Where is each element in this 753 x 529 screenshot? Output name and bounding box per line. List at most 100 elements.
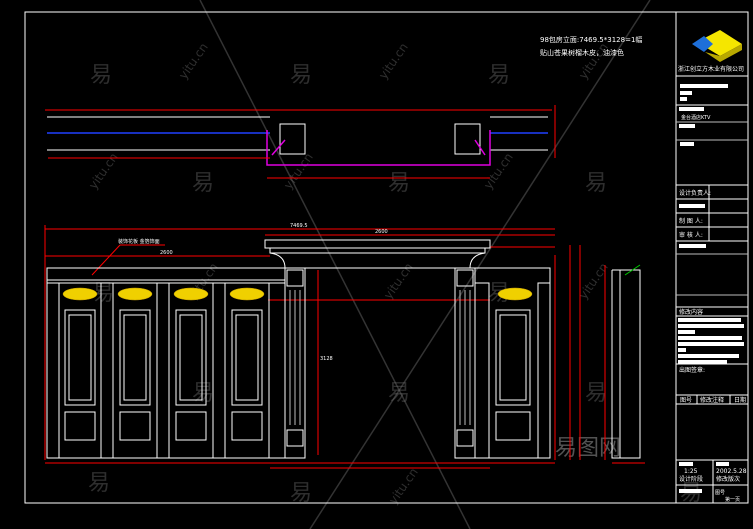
pilasters	[46, 282, 286, 459]
drawing-label: yitu.cn	[381, 260, 416, 301]
drawing-subtitle: 贴山苍果树榴木皮，油漆色	[540, 48, 624, 57]
drawing-stroke	[680, 142, 694, 146]
drawing-label: 易	[388, 171, 410, 196]
drawing-stroke	[679, 489, 702, 493]
drawing-label: 易	[192, 381, 214, 406]
drawing-stroke	[175, 411, 207, 441]
drawing-label: 3128	[320, 356, 333, 362]
drawing-stroke	[168, 282, 214, 459]
drawing-stroke	[679, 204, 705, 208]
drawing-stroke	[456, 429, 474, 447]
drawing-stroke	[156, 282, 170, 459]
drawing-stroke	[64, 309, 96, 406]
plan-section	[45, 105, 556, 179]
drawing-stroke	[46, 267, 286, 281]
drawing-label: 易	[90, 63, 112, 88]
drawing-stroke	[678, 324, 744, 328]
drawing-label: 易	[192, 171, 214, 196]
drawing-stroke	[680, 91, 692, 95]
drawing-label: 第一页	[725, 496, 740, 503]
drawing-frame	[24, 11, 749, 504]
drawing-stroke	[68, 314, 92, 401]
drawing-stroke	[499, 314, 527, 401]
drawing-label: yitu.cn	[481, 150, 516, 191]
right-wall-elevation	[474, 267, 551, 459]
date: 2002.5.28	[716, 468, 747, 475]
drawing-label: 易	[290, 481, 312, 506]
drawing-stroke	[286, 429, 304, 447]
project-name: 金台酒店KTV	[681, 114, 711, 121]
side-section	[604, 264, 645, 464]
drawing-stroke	[678, 330, 695, 334]
drawing-stroke	[697, 30, 742, 56]
drawing-label: 修改注释	[700, 396, 724, 404]
drawing-stroke	[679, 462, 693, 466]
drawing-label: 修改内容	[679, 308, 703, 316]
drawing-stroke	[497, 287, 533, 301]
drawing-stroke	[678, 348, 686, 352]
drawing-stroke	[456, 269, 474, 287]
drawing-stroke	[624, 264, 641, 276]
drawing-stroke	[474, 139, 486, 156]
drawing-label: 制 图 人:	[679, 217, 703, 225]
drawing-stroke	[679, 107, 704, 111]
drawing-label: yitu.cn	[576, 260, 611, 301]
drawing-label: 7469.5	[290, 223, 308, 229]
drawing-stroke	[224, 282, 270, 459]
drawing-label: 日期	[734, 396, 746, 404]
drawing-stroke	[678, 354, 739, 358]
drawing-stroke	[495, 309, 531, 406]
drawing-stroke	[123, 314, 147, 401]
drawing-stroke	[679, 244, 706, 248]
elevation-dimensions: 7469.5 2600 2600 3128 装饰花板 金箔饰面	[44, 223, 581, 469]
drawing-stroke	[112, 282, 158, 459]
drawing-label: 易	[92, 281, 114, 306]
ornament-callout: 装饰花板 金箔饰面	[118, 238, 160, 245]
drawing-stroke	[705, 44, 742, 62]
drawing-stroke	[678, 336, 742, 340]
drawing-stroke	[680, 97, 687, 101]
drawing-label: 2600	[160, 250, 173, 256]
drawing-stroke	[229, 287, 265, 301]
drawing-label: yitu.cn	[176, 40, 211, 81]
gold-carving-ornaments	[62, 287, 533, 301]
drawing-stroke	[678, 342, 744, 346]
drawing-label: 出图签章:	[679, 366, 705, 374]
drawing-stroke	[286, 269, 304, 287]
drawing-stroke	[62, 287, 98, 301]
drawing-stroke	[264, 239, 491, 249]
drawing-stroke	[119, 309, 151, 406]
drawing-stroke	[117, 287, 153, 301]
drawing-label: 易	[88, 471, 110, 496]
drawing-stroke	[271, 139, 286, 156]
drawing-label: yitu.cn	[281, 150, 316, 191]
drawing-stroke	[269, 247, 486, 254]
drawing-stroke	[231, 309, 263, 406]
drawing-stroke	[199, 0, 471, 529]
drawing-stroke	[678, 318, 741, 322]
drawing-stroke	[716, 462, 729, 466]
drawing-label: 易	[585, 171, 607, 196]
drawing-stroke	[309, 0, 651, 529]
drawing-label: 修改版次	[716, 475, 740, 483]
door-panels	[58, 282, 270, 459]
drawing-stroke	[100, 282, 114, 459]
drawing-stroke	[179, 314, 203, 401]
drawing-label: 易图网	[555, 436, 621, 461]
drawing-label: yitu.cn	[576, 40, 611, 81]
drawing-label: 图号	[680, 397, 692, 404]
drawing-stroke	[279, 123, 306, 155]
drawing-stroke	[175, 309, 207, 406]
scale: 1:25	[684, 468, 698, 475]
drawing-label: 易	[680, 481, 702, 506]
drawing-stroke	[235, 314, 259, 401]
drawing-label: 设计负责人:	[679, 189, 711, 197]
drawing-stroke	[611, 269, 641, 459]
drawing-label: yitu.cn	[86, 150, 121, 191]
drawing-stroke	[474, 282, 490, 459]
drawing-stroke	[91, 244, 121, 276]
drawing-label: 设计阶段	[679, 475, 703, 483]
drawing-stroke	[269, 252, 486, 269]
watermarks: 易 易 易 易 易 易 易 易 易 易 易 易 易 易 yitu.cn yitu…	[86, 0, 702, 529]
